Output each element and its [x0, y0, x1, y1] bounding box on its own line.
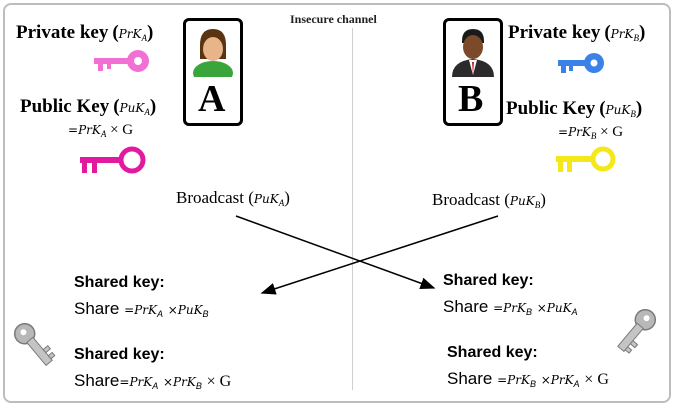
a-private-key-label: Private key (PrKA) — [16, 22, 154, 43]
a-shared-key-formula-1: Share =PrKA ×PuKB — [74, 299, 209, 319]
avatar-a-letter: A — [198, 78, 226, 120]
broadcast-b-label: Broadcast (PuKB) — [432, 190, 546, 210]
b-shared-key-formula-2: Share =PrKB ×PrKA × G — [447, 369, 609, 389]
arrow-a-to-b — [235, 215, 436, 290]
a-shared-key-formula-2: Share=PrKA ×PrKB × G — [74, 371, 232, 391]
diagram-frame — [3, 3, 671, 403]
channel-divider — [352, 28, 353, 390]
user-female-icon — [193, 29, 233, 77]
b-public-key-label: Public Key (PuKB) — [506, 98, 643, 119]
arrow-b-to-a — [260, 215, 499, 295]
avatar-b-letter: B — [458, 78, 484, 120]
b-private-key-label: Private key (PrKB) — [508, 22, 646, 43]
a-shared-key-title-1: Shared key: — [74, 274, 165, 291]
b-shared-key-title-1: Shared key: — [443, 272, 534, 289]
a-private-key-icon — [94, 50, 149, 72]
b-private-key-icon — [558, 53, 604, 73]
a-public-key-label: Public Key (PuKA) — [20, 96, 157, 117]
a-public-key-icon — [80, 146, 146, 174]
a-shared-key-icon — [13, 322, 56, 367]
b-public-key-formula: =PrKB × G — [558, 124, 624, 141]
avatar-a: A — [183, 18, 243, 126]
b-public-key-icon — [556, 146, 616, 172]
broadcast-a-label: Broadcast (PuKA) — [176, 188, 290, 208]
b-shared-key-icon — [617, 308, 657, 354]
avatar-b: B — [443, 18, 503, 126]
a-public-key-formula: =PrKA × G — [68, 122, 134, 139]
b-shared-key-title-2: Shared key: — [447, 344, 538, 361]
user-male-icon — [452, 29, 494, 77]
b-shared-key-formula-1: Share =PrKB ×PuKA — [443, 297, 578, 317]
a-shared-key-title-2: Shared key: — [74, 346, 165, 363]
channel-title: Insecure channel — [290, 12, 377, 26]
